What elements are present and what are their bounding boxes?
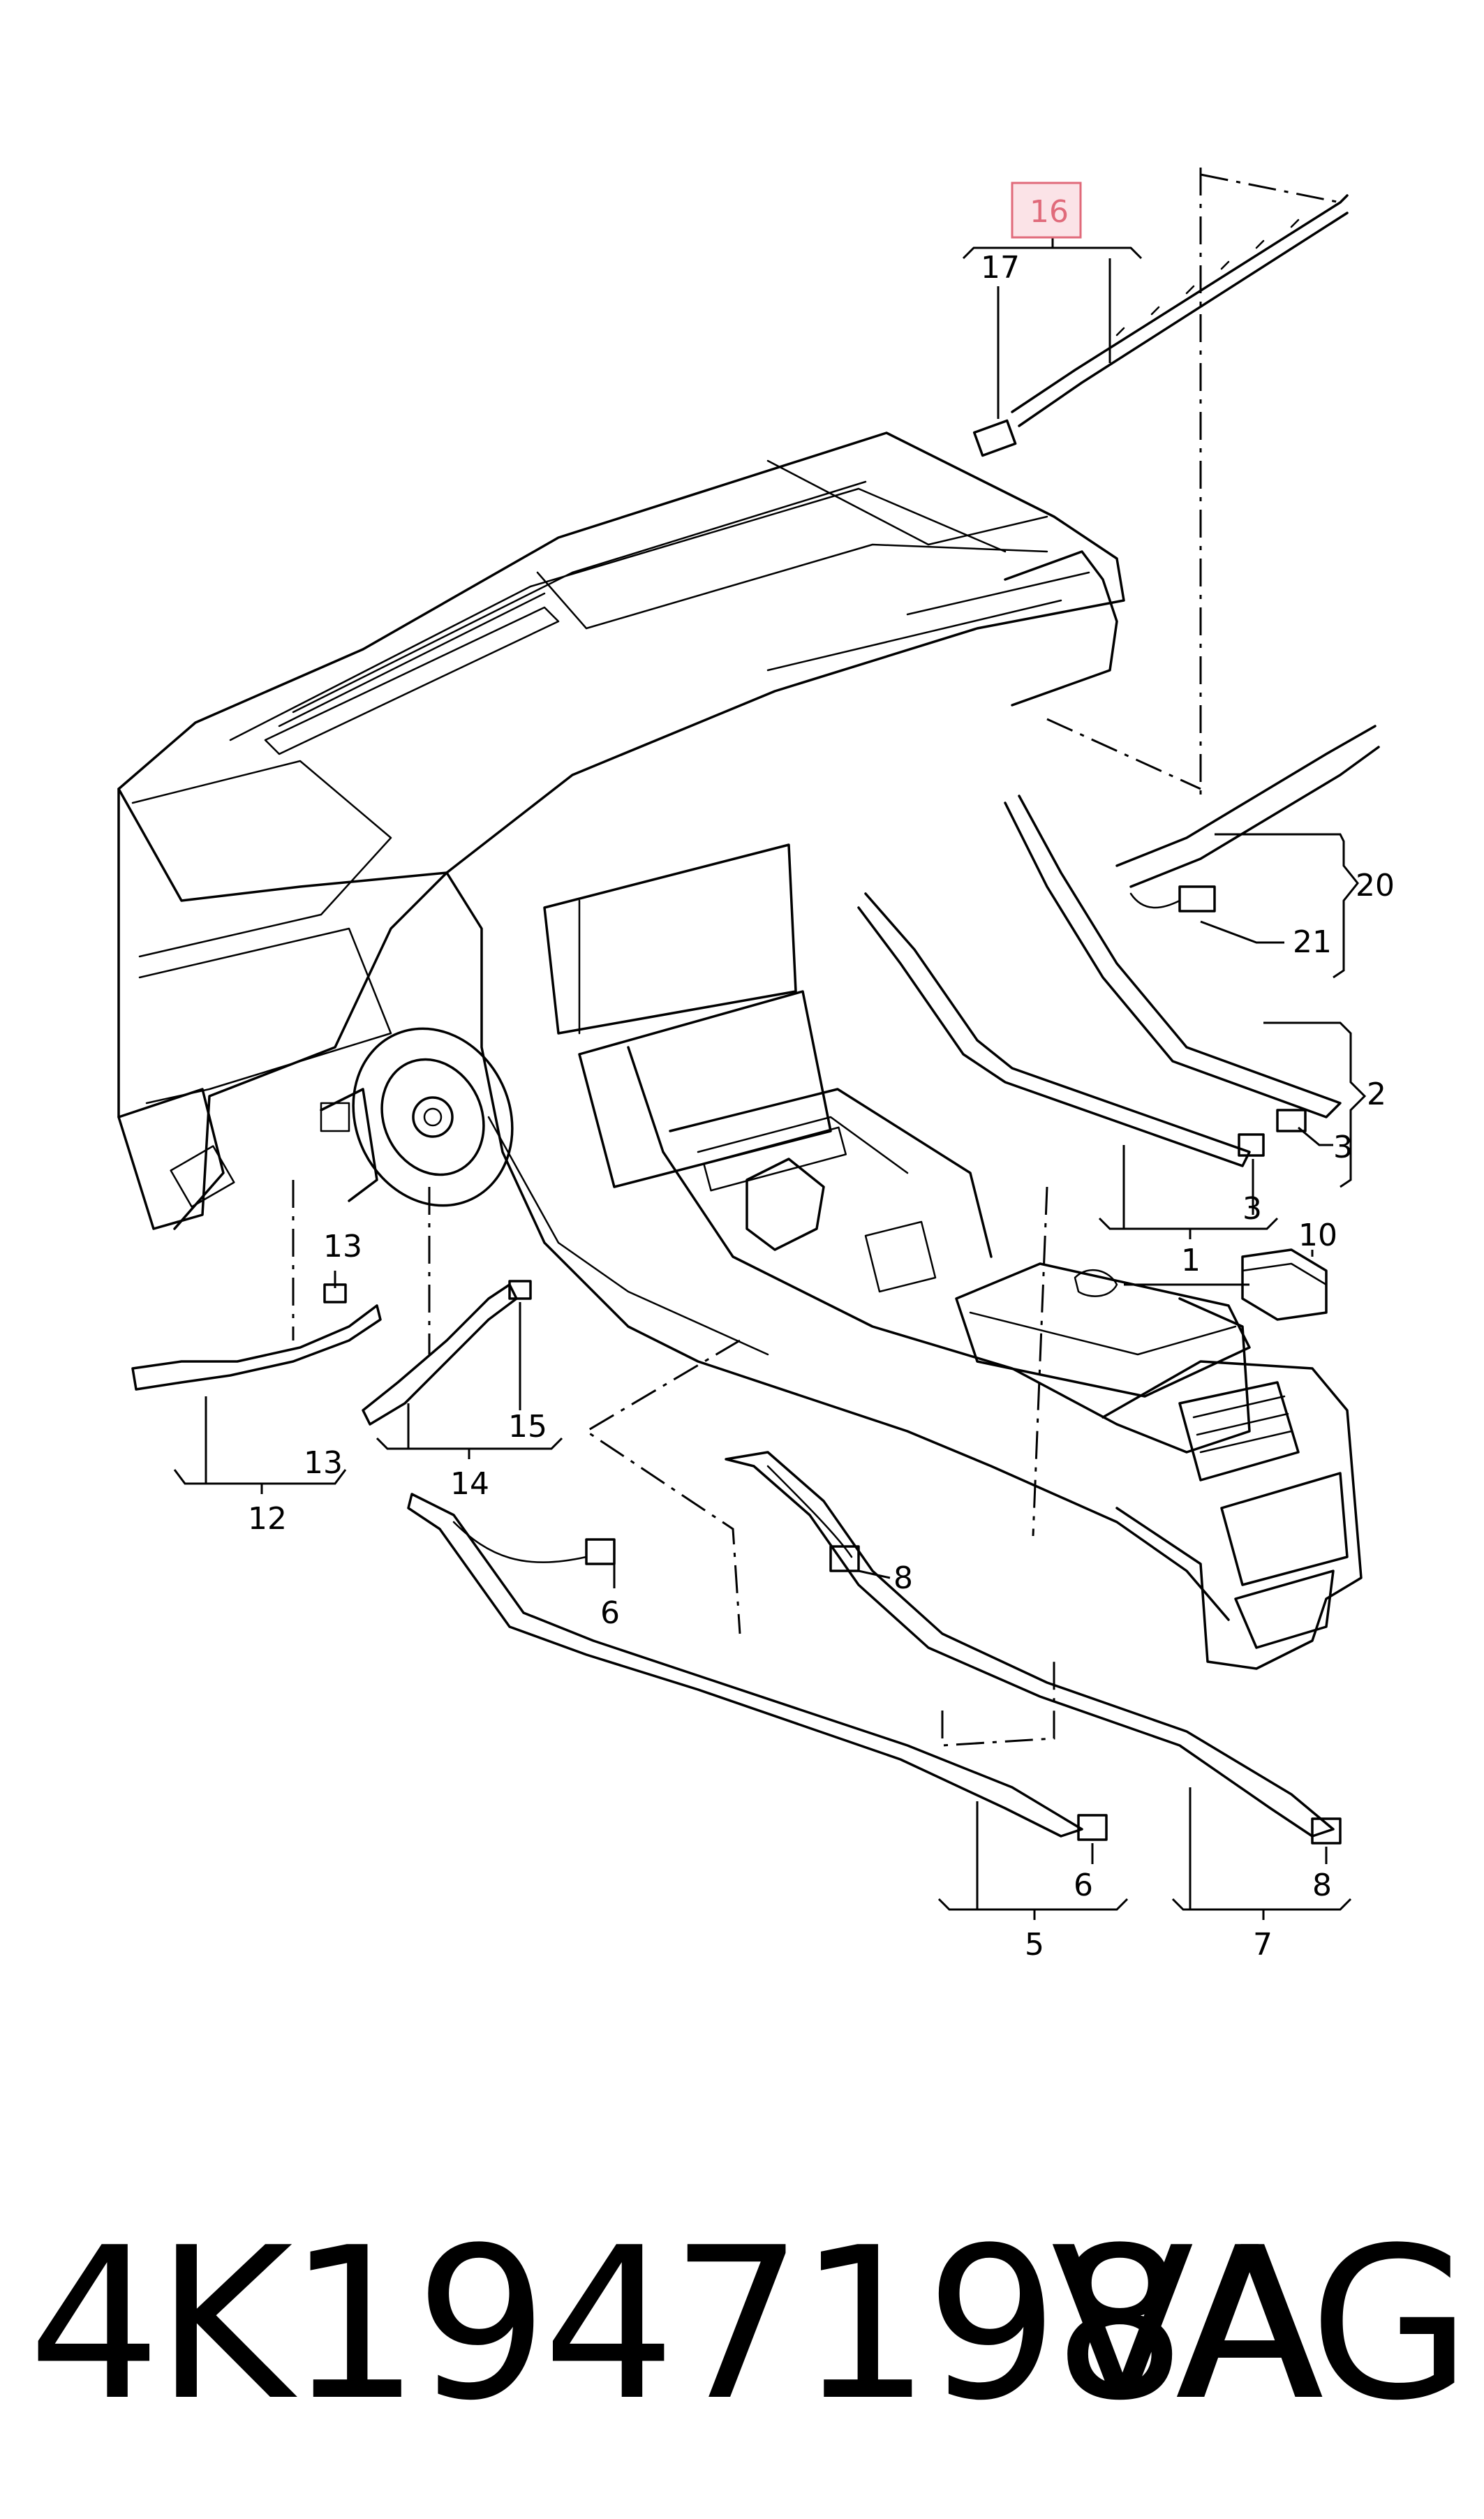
callout-1[interactable]: 1: [1181, 1243, 1201, 1278]
leader-lines: [173, 237, 1367, 1920]
callout-8-left[interactable]: 8: [893, 1560, 913, 1596]
part-number: 4K1947198A: [28, 2203, 1324, 2446]
caption: 4K1947198A VAG: [28, 2199, 1471, 2451]
exploded-parts-diagram: 16 17 20 21 2 3 3 1 10 13 13 12 15 14 6 …: [117, 168, 1395, 1963]
callout-7[interactable]: 7: [1253, 1927, 1272, 1963]
part-5-lower-strip: [407, 1493, 1108, 1841]
part-7-lower-strip: [725, 1451, 1342, 1845]
part-12-trim-strip-left: [131, 1283, 382, 1391]
callout-6-right[interactable]: 6: [1074, 1868, 1093, 1903]
brand-label: VAG: [1051, 2203, 1471, 2446]
callout-2[interactable]: 2: [1367, 1077, 1386, 1112]
highlight-box-16: [1011, 182, 1082, 239]
callout-16[interactable]: 16: [1030, 194, 1069, 230]
callout-20[interactable]: 20: [1356, 868, 1395, 903]
dashboard-drawing: [117, 431, 1363, 1670]
callout-21[interactable]: 21: [1293, 924, 1332, 960]
callout-17[interactable]: 17: [981, 250, 1020, 286]
callout-12[interactable]: 12: [248, 1501, 287, 1537]
callout-3-center[interactable]: 3: [1242, 1191, 1262, 1227]
callout-10[interactable]: 10: [1298, 1218, 1337, 1253]
part-20-light-strip-right: [1115, 725, 1380, 913]
callouts: 16 17 20 21 2 3 3 1 10 13 13 12 15 14 6 …: [248, 182, 1395, 1963]
part-10-switch: [1074, 1248, 1328, 1321]
callout-15[interactable]: 15: [508, 1409, 547, 1445]
callout-8-right[interactable]: 8: [1312, 1868, 1332, 1903]
reference-lines: [292, 168, 1341, 1747]
part-14-trim-strip-left: [362, 1280, 532, 1426]
part-16-light-strip-top: [972, 194, 1349, 457]
callout-13-top[interactable]: 13: [323, 1229, 362, 1264]
part-1-trim-strip: [857, 892, 1265, 1167]
callout-6-left[interactable]: 6: [600, 1595, 620, 1631]
callout-14[interactable]: 14: [450, 1466, 489, 1502]
callout-13-bottom[interactable]: 13: [304, 1445, 343, 1481]
callout-5[interactable]: 5: [1025, 1927, 1044, 1963]
callout-3-right[interactable]: 3: [1333, 1130, 1353, 1165]
part-2-trim-strip: [1004, 795, 1342, 1132]
